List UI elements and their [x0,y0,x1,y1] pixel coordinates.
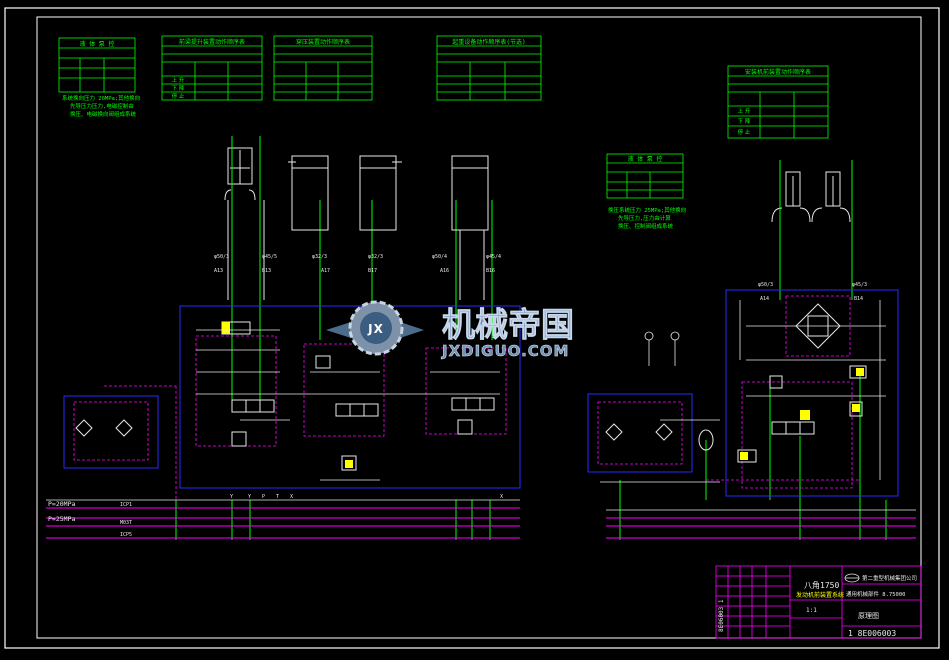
table-install-front-sequence: 安装机前装置动作顺序表 上 升 下 降 停 止 [727,65,829,139]
internal-pipes-left [196,329,500,481]
row-down-label: 下 降 [172,84,185,92]
bus-lines-left [46,507,520,539]
table-title: 安装机前装置动作顺序表 [745,68,811,76]
sheet-border-outer [4,7,940,649]
valve-fills-left [222,322,353,468]
valve-label: B13 [262,268,271,274]
row-up-label: 上 升 [172,76,185,84]
watermark-cn: 机械帝国 [442,305,574,344]
table-title: 前梁提升装置动作顺序表 [179,38,245,46]
valve-label: A13 [214,268,223,274]
sheet-border-inner [36,16,922,639]
internal-pipes-right [600,300,886,483]
table-title: 穿压装置动作顺序表 [296,38,350,46]
note-line: 先导压力压力,电磁控制由 [70,102,134,110]
emblem-text: JX [367,322,384,336]
port-label: X [500,494,503,500]
valve-labels-left: A13 B13 A17 B17 A16 B16 φ50/3 φ45/5 φ32/… [214,254,503,500]
cylinder-right-pair [771,171,851,223]
bus-label: ICP5 [120,532,132,538]
valve-label: B16 [486,268,495,274]
row-stop-label: 停 止 [738,128,751,136]
pipe-label: φ32/3 [368,254,383,260]
title-system: 发动机前装置系统 [796,591,844,599]
cylinder-left-1 [224,147,256,201]
note-line: 换压、控制阀组成系统 [618,222,674,230]
port-label: Y [230,494,233,500]
port-label: T [276,494,279,500]
dashed-magenta-right [597,295,860,489]
valve-blocks-right [605,365,867,463]
table-press-sequence: 穿压装置动作顺序表 [273,35,373,101]
title-scale: 1:1 [806,607,817,614]
pipe-label: φ45/4 [486,254,501,260]
note-left: 系统换向压力 20MPa;其他换向 先导压力压力,电磁控制由 换压、电磁换向阀组… [62,94,140,118]
pipes-green-left [175,136,493,540]
note-line: 换压、电磁换向阀组成系统 [70,110,137,118]
cylinder-press-right [359,155,402,200]
watermark: JX 机械帝国 JXDIGUO.COM [326,300,574,360]
dashed-magenta-left [73,335,507,500]
title-block-text: 八角1750 发动机前装置系统 第二重型机械集团公司 通用机械部件 8.7500… [718,574,917,638]
valve-labels-right: A14 B14 φ50/3 φ45/3 [758,282,867,302]
cylinder-press-left [288,155,329,200]
cylinder-lift-left [451,155,489,200]
title-product: 通用机械部件 8.75000 [846,590,906,598]
note-line: 系统换向压力 20MPa;其他换向 [62,94,140,102]
watermark-en: JXDIGUO.COM [441,342,569,360]
pipe-label: φ50/4 [432,254,447,260]
valve-fills-right [740,368,864,460]
title-model: 八角1750 [804,580,839,590]
note-line: 换压系统压力 25MPa;其他换向 [608,206,686,214]
table-lifting-sequence: 起重设备动作顺序表(节选) [436,35,542,101]
note-line: 先导压力,压力由计算 [618,214,671,222]
row-down-label: 下 降 [738,117,751,125]
pipe-label: φ45/5 [262,254,277,260]
title-company: 第二重型机械集团公司 [862,574,917,582]
port-label: P [262,494,265,500]
company-logo-icon [844,573,860,583]
table-front-beam-sequence: 前梁提升装置动作顺序表 上 升 下 降 停 止 [161,35,263,101]
valve-label: B14 [854,296,863,302]
row-up-label: 上 升 [738,107,751,115]
bus-label: M03T [120,520,132,526]
valve-label: B17 [368,268,377,274]
valve-blocks-left [75,321,495,471]
pipe-label: φ50/3 [758,282,773,288]
bus-lines-right [606,517,916,539]
valve-label: A17 [321,268,330,274]
row-stop-label: 停 止 [172,92,185,100]
pipes-white-left [227,200,489,300]
table-liquid-pump-right: 液 体 泵 控 [606,153,684,199]
boundary-blue-right [587,289,899,497]
table-title: 液 体 泵 控 [628,155,663,163]
title-side-code: 8E06003 1 [718,599,725,632]
port-label: X [290,494,293,500]
table-title: 起重设备动作顺序表(节选) [452,38,525,46]
pressure-label-20: P=20MPa [48,500,75,508]
bus-label: ICP1 [120,502,132,508]
small-gauges [644,331,680,366]
title-drawing-name: 原理图 [858,612,879,620]
boundary-blue-left [63,305,521,489]
pipe-label: φ50/3 [214,254,229,260]
pipe-label: φ32/3 [312,254,327,260]
valve-label: A14 [760,296,769,302]
table-title: 液 体 泵 控 [80,40,115,48]
note-right: 换压系统压力 25MPa;其他换向 先导压力,压力由计算 换压、控制阀组成系统 [608,206,686,230]
table-liquid-pump-left: 液 体 泵 控 [58,37,136,93]
title-block [715,565,922,639]
port-label: Y [248,494,251,500]
valve-label: A16 [440,268,449,274]
pressure-label-25: P=25MPa [48,515,75,523]
title-drawing-no: 1 8E006003 [848,629,896,638]
pipe-label: φ45/3 [852,282,867,288]
